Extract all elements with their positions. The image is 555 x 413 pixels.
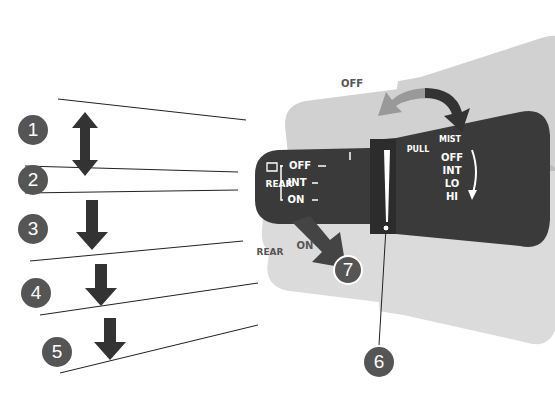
ring-dot [383,225,389,231]
rear-wiper-icon [267,163,277,171]
callout-number: 7 [343,259,354,281]
callout-circle: 7 [333,255,363,285]
lever-marking: REAR [257,248,284,257]
lever-marking: ON [288,195,305,205]
switch-arc [472,150,476,196]
lever-marking: PULL [407,146,430,154]
lever-marking: OFF [341,79,363,89]
callout-circle: 5 [42,337,72,367]
callout-number: 4 [31,282,42,304]
callout-circle: 2 [18,165,48,195]
leader-lines [25,99,386,373]
callout-number: 6 [374,351,385,373]
callout-number: 2 [28,169,39,191]
rotate-arrow-right [425,88,470,132]
rotate-arrow-left [378,88,430,116]
lever-marking: INT [443,166,462,176]
callout-number: 3 [28,218,39,240]
motion-arrows [72,112,126,360]
callout-number: 5 [52,341,63,363]
lever-marking: LO [445,179,460,189]
lever-marking: INT [288,178,307,188]
callout-circle: 4 [21,278,51,308]
lever-marking: OFF [441,153,463,163]
callout-circle: 1 [18,115,48,145]
lever-marking: HI [446,192,458,202]
lever-marking: ON [297,241,314,251]
callout-number: 1 [28,119,39,141]
switch-ticks [280,152,350,200]
callout-circle: 3 [18,214,48,244]
lever-marking: OFF [289,161,311,171]
lever-ring [370,139,396,234]
lever-marking: MIST [439,136,461,144]
switch-arc-head [468,190,477,200]
callout-circle: 6 [364,347,394,377]
speed-wedge [384,150,390,222]
